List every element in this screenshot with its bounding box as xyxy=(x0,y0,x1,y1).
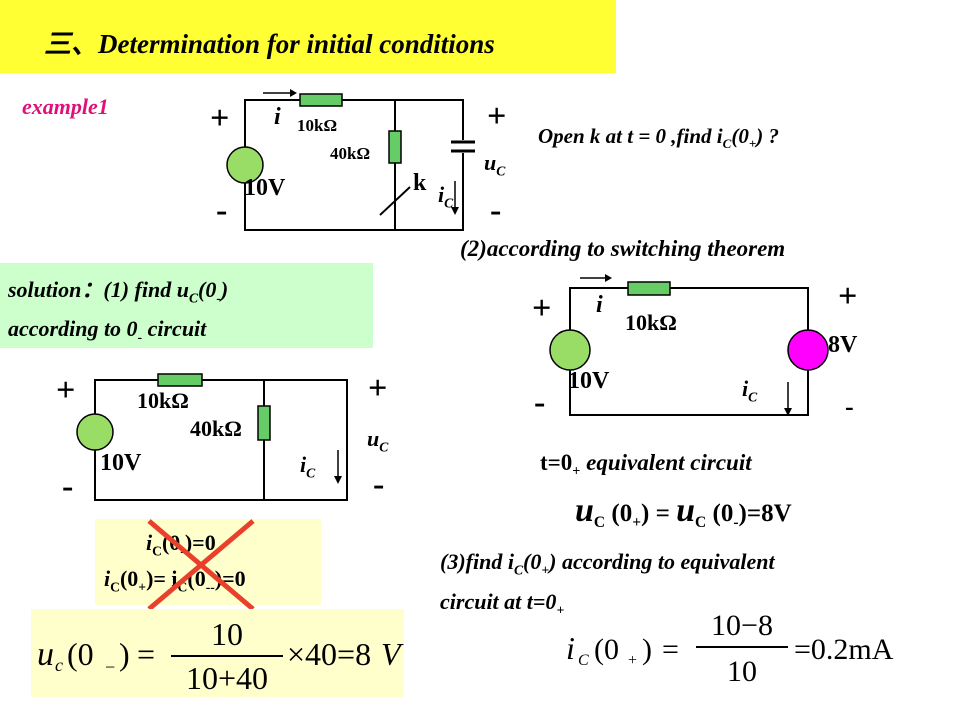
svg-text:): ) xyxy=(119,636,130,672)
svg-text:(0: (0 xyxy=(67,636,94,672)
svg-text:10: 10 xyxy=(211,616,243,652)
voltage-source-1 xyxy=(226,146,264,184)
switch-k xyxy=(379,186,411,216)
c1-resistor-40k: 40kΩ xyxy=(330,144,371,163)
c1-plus-left: + xyxy=(210,100,230,137)
svg-text:(0: (0 xyxy=(594,633,619,666)
c1-cap-voltage: uC xyxy=(484,150,506,179)
svg-text:×40=8: ×40=8 xyxy=(287,636,371,672)
circuit-3 xyxy=(76,373,348,501)
resistor-10k-1 xyxy=(299,93,343,107)
formula-box xyxy=(31,609,404,697)
c3-cap-current: iC xyxy=(300,452,316,481)
c3-minus-left: - xyxy=(62,468,74,505)
c1-switch-k: k xyxy=(413,170,427,196)
svg-text:): ) xyxy=(642,633,652,666)
arrow-current-ic xyxy=(451,207,459,215)
svg-text:=0.2mA: =0.2mA xyxy=(794,633,894,666)
step2-text: (2)according to switching theorem xyxy=(460,236,786,261)
c2-source-10v: 10V xyxy=(568,368,610,394)
red-cross-mark xyxy=(147,519,255,611)
c3-source-10v: 10V xyxy=(100,450,142,476)
title-banner xyxy=(0,0,616,73)
c2-plus-left: + xyxy=(532,290,552,327)
switching-equation: uC (0+) = uC (0-)=8V xyxy=(575,492,792,531)
svg-text:i: i xyxy=(566,630,575,666)
solution-text: solution：(1) find uC(0-) according to 0-… xyxy=(8,277,229,345)
equivalent-circuit-label: t=0+ equivalent circuit xyxy=(540,450,752,480)
arrow-current-i-2 xyxy=(605,274,612,282)
svg-text:u: u xyxy=(37,636,54,673)
svg-text:+: + xyxy=(628,652,637,669)
c2-plus-right: + xyxy=(838,278,858,315)
resistor-40k-3 xyxy=(257,405,271,441)
c3-plus-left: + xyxy=(56,372,76,409)
svg-text:10+40: 10+40 xyxy=(186,660,268,696)
svg-text:V: V xyxy=(381,636,404,672)
c1-current-i: i xyxy=(274,104,281,130)
c3-minus-right: - xyxy=(373,466,385,503)
c1-minus-right: - xyxy=(490,192,502,229)
c1-source-10v: 10V xyxy=(244,175,286,201)
c3-cap-voltage: uC xyxy=(367,426,389,455)
arrow-current-ic-3 xyxy=(334,476,342,484)
resistor-40k-1 xyxy=(388,130,402,164)
c2-minus-left: - xyxy=(534,384,546,421)
c1-cap-current: iC xyxy=(438,182,454,211)
arrow-current-ic-2 xyxy=(784,408,792,416)
svg-text:10−8: 10−8 xyxy=(711,609,773,642)
voltage-source-8v xyxy=(787,329,829,371)
resistor-10k-2 xyxy=(627,281,671,296)
svg-text:=: = xyxy=(137,636,155,672)
problem-statement: Open k at t = 0 ,find iC(0+) ? xyxy=(538,124,780,152)
c1-minus-left: - xyxy=(216,192,228,229)
circuit-1 xyxy=(226,89,475,231)
c3-resistor-40k: 40kΩ xyxy=(190,416,242,441)
example-label: example1 xyxy=(22,94,109,119)
c3-resistor-10k: 10kΩ xyxy=(137,388,189,413)
circuit-2 xyxy=(549,274,829,416)
c2-cap-current: iC xyxy=(742,376,758,405)
svg-text:10: 10 xyxy=(727,655,757,688)
c2-current-i: i xyxy=(596,292,603,318)
c1-plus-right: + xyxy=(487,98,507,135)
title-text: Determination for initial conditions xyxy=(98,29,495,59)
c2-resistor-10k: 10kΩ xyxy=(625,310,677,335)
step3-text: (3)find iC(0+) according to equivalent c… xyxy=(440,549,775,618)
title-prefix: 三、 xyxy=(44,29,98,59)
resistor-10k-3 xyxy=(157,373,203,387)
c1-resistor-10k: 10kΩ xyxy=(297,116,338,135)
svg-text:−: − xyxy=(105,657,115,677)
c3-plus-right: + xyxy=(368,370,388,407)
svg-text:c: c xyxy=(55,655,63,675)
svg-text:=: = xyxy=(662,633,679,666)
formula-uc: u c (0 − ) = 10 10+40 ×40=8 V xyxy=(37,616,404,696)
formula-ic: i C (0 + ) = 10−8 10 =0.2mA xyxy=(566,609,894,688)
voltage-source-3 xyxy=(76,413,114,451)
arrow-current-i xyxy=(290,89,297,97)
c2-minus-right: - xyxy=(845,392,854,421)
voltage-source-10v-2 xyxy=(549,329,591,371)
c2-source-8v: 8V xyxy=(828,332,858,358)
slide-title: 三、Determination for initial conditions xyxy=(44,22,495,61)
svg-text:C: C xyxy=(578,652,589,669)
solution-box xyxy=(0,263,373,348)
